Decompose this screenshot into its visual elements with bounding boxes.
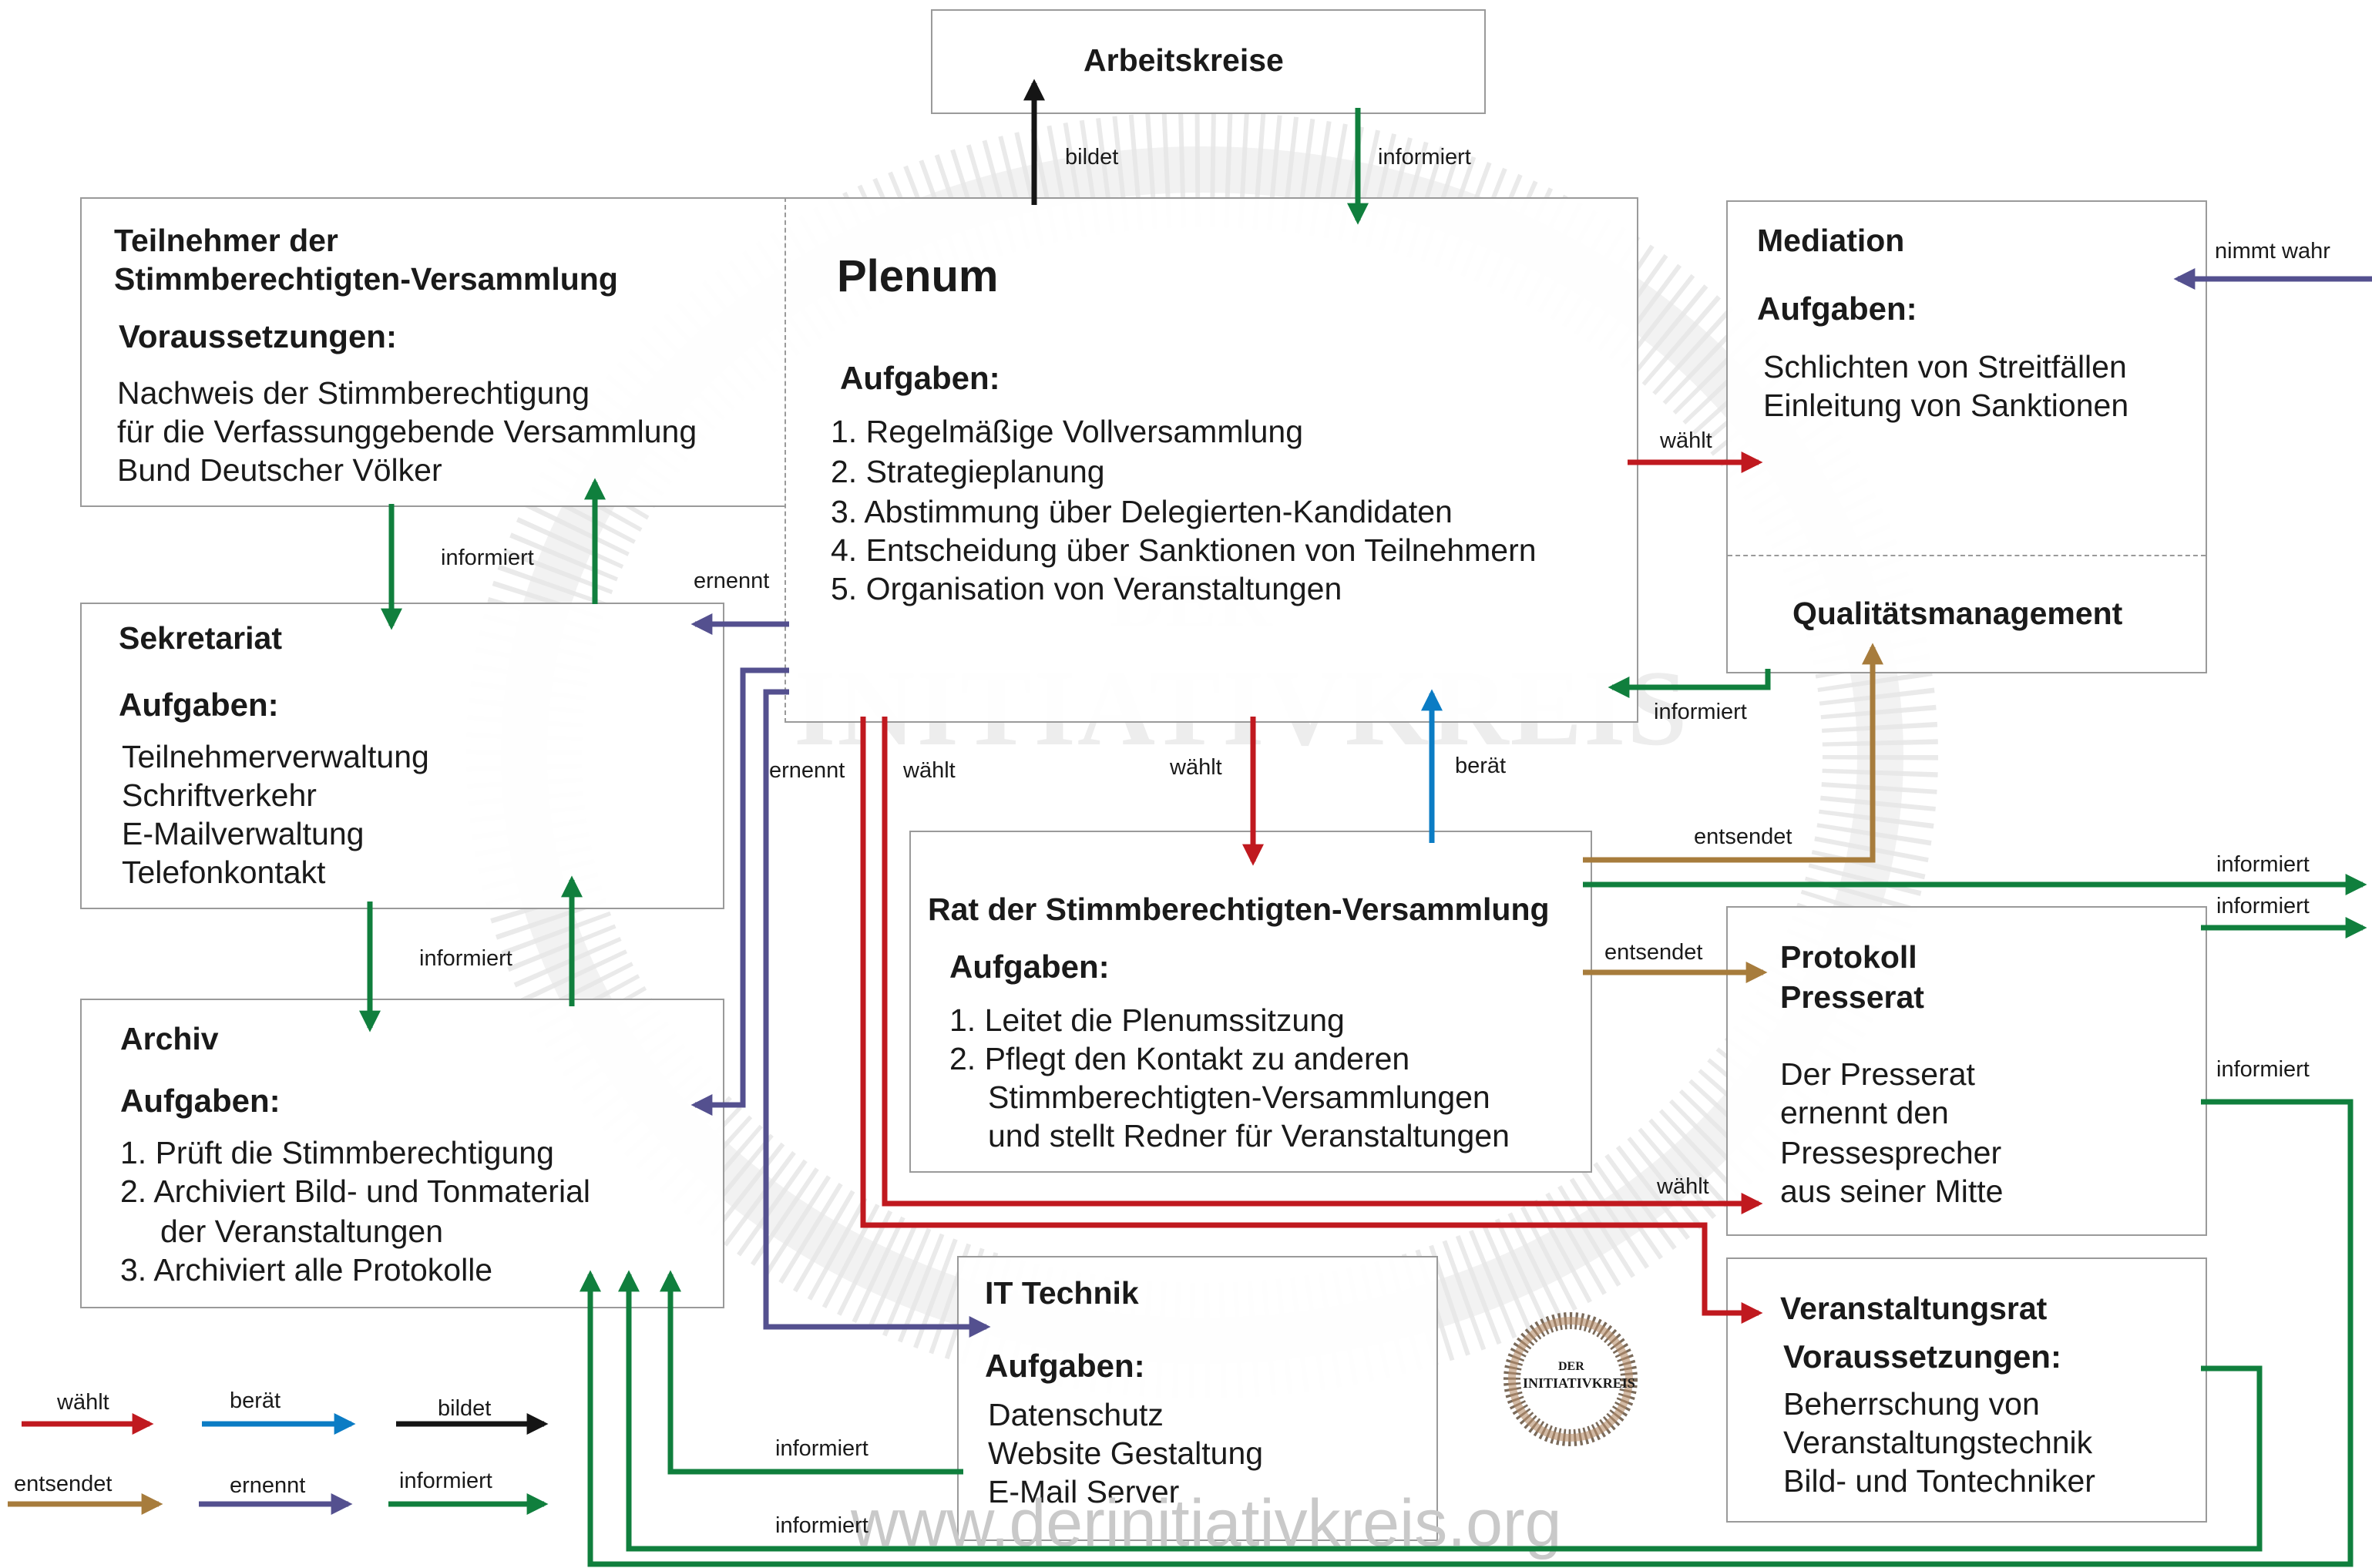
legend-label-beraet: berät: [230, 1388, 281, 1413]
rat-task: 2. Pflegt den Kontakt zu anderen: [949, 1041, 1410, 1076]
teilnehmer-title-line2: Stimmberechtigten-Versammlung: [114, 261, 618, 297]
legend-label-informiert: informiert: [399, 1469, 492, 1493]
teilnehmer-line: Nachweis der Stimmberechtigung: [117, 375, 590, 411]
legend-label-ernennt: ernennt: [230, 1473, 306, 1498]
it-subtitle: Aufgaben:: [985, 1348, 1145, 1384]
label-informiert: informiert: [1654, 700, 1747, 724]
label-informiert: informiert: [419, 946, 512, 971]
qualitaetsmanagement-title: Qualitätsmanagement: [1792, 596, 2123, 631]
teilnehmer-box: Teilnehmer der Stimmberechtigten-Versamm…: [80, 197, 786, 507]
label-waehlt: wählt: [1657, 1174, 1709, 1199]
mediation-task: Einleitung von Sanktionen: [1763, 388, 2129, 423]
watermark-url: www.derinitiativkreis.org: [851, 1486, 1562, 1560]
plenum-task: 4. Entscheidung über Sanktionen von Teil…: [831, 532, 1537, 568]
label-ernennt: ernennt: [769, 758, 845, 783]
label-informiert: informiert: [1378, 145, 1471, 170]
sekretariat-task: Teilnehmerverwaltung: [122, 739, 429, 774]
legend-label-bildet: bildet: [438, 1396, 492, 1421]
plenum-task: 3. Abstimmung über Delegierten-Kandidate…: [831, 494, 1453, 529]
sekretariat-task: Telefonkontakt: [122, 855, 326, 890]
mediation-subtitle: Aufgaben:: [1757, 290, 1917, 327]
sekretariat-title: Sekretariat: [119, 620, 282, 656]
plenum-subtitle: Aufgaben:: [840, 360, 1000, 396]
plenum-task: 2. Strategieplanung: [831, 454, 1105, 489]
label-waehlt: wählt: [1660, 428, 1712, 453]
protokoll-title-line1: Protokoll: [1780, 939, 1917, 975]
rat-task: und stellt Redner für Veranstaltungen: [988, 1118, 1510, 1153]
veranstaltungsrat-box: Veranstaltungsrat Voraussetzungen: Beher…: [1726, 1257, 2207, 1523]
rat-box: Rat der Stimmberechtigten-Versammlung Au…: [909, 831, 1592, 1173]
label-ernennt: ernennt: [694, 569, 770, 593]
teilnehmer-line: für die Verfassunggebende Versammlung: [117, 414, 697, 449]
protokoll-title-line2: Presserat: [1780, 979, 1924, 1015]
it-title: IT Technik: [985, 1275, 1139, 1311]
label-informiert: informiert: [2216, 894, 2310, 918]
archiv-task: der Veranstaltungen: [160, 1214, 443, 1249]
rat-task: Stimmberechtigten-Versammlungen: [988, 1079, 1490, 1115]
mediation-box: Mediation Aufgaben: Schlichten von Strei…: [1726, 200, 2207, 673]
rat-subtitle: Aufgaben:: [949, 949, 1110, 985]
sekretariat-box: Sekretariat Aufgaben: Teilnehmerverwaltu…: [80, 603, 724, 909]
veranstaltungsrat-title: Veranstaltungsrat: [1780, 1291, 2048, 1326]
label-nimmt-wahr: nimmt wahr: [2215, 239, 2330, 264]
mediation-divider: [1728, 555, 2206, 556]
veranstaltungsrat-line: Veranstaltungstechnik: [1783, 1425, 2093, 1460]
mediation-title: Mediation: [1757, 223, 1905, 258]
plenum-box: Plenum Aufgaben: 1. Regelmäßige Vollvers…: [785, 197, 1638, 723]
logo-text-line2: INITIATIVKREIS: [1523, 1375, 1635, 1391]
veranstaltungsrat-line: Bild- und Tontechniker: [1783, 1463, 2095, 1499]
plenum-task: 5. Organisation von Veranstaltungen: [831, 571, 1342, 606]
legend-label-waehlt: wählt: [57, 1390, 109, 1415]
archiv-task: 3. Archiviert alle Protokolle: [120, 1252, 493, 1288]
rat-title: Rat der Stimmberechtigten-Versammlung: [928, 891, 1550, 927]
protokoll-box: Protokoll Presserat Der Presserat ernenn…: [1726, 906, 2207, 1236]
archiv-title: Archiv: [120, 1021, 219, 1056]
protokoll-line: Pressesprecher: [1780, 1135, 2002, 1170]
label-informiert: informiert: [775, 1513, 869, 1538]
label-bildet: bildet: [1065, 145, 1119, 170]
plenum-title: Plenum: [837, 251, 999, 301]
veranstaltungsrat-line: Beherrschung von: [1783, 1386, 2040, 1422]
sekretariat-task: Schriftverkehr: [122, 777, 317, 813]
label-informiert: informiert: [2216, 1057, 2310, 1082]
archiv-subtitle: Aufgaben:: [120, 1083, 281, 1119]
label-entsendet: entsendet: [1694, 824, 1792, 849]
label-waehlt: wählt: [903, 758, 956, 783]
label-informiert: informiert: [775, 1436, 869, 1461]
label-entsendet: entsendet: [1604, 940, 1703, 965]
teilnehmer-title-line1: Teilnehmer der: [114, 223, 338, 258]
sekretariat-subtitle: Aufgaben:: [119, 687, 279, 723]
archiv-task: 1. Prüft die Stimmberechtigung: [120, 1135, 554, 1170]
protokoll-line: ernennt den: [1780, 1095, 1949, 1130]
teilnehmer-subtitle: Voraussetzungen:: [119, 318, 397, 354]
logo-text-line1: DER: [1558, 1360, 1584, 1373]
arbeitskreise-title: Arbeitskreise: [1084, 42, 1284, 78]
legend-label-entsendet: entsendet: [14, 1472, 113, 1496]
teilnehmer-line: Bund Deutscher Völker: [117, 452, 442, 488]
rat-task: 1. Leitet die Plenumssitzung: [949, 1002, 1345, 1038]
label-informiert: informiert: [441, 546, 534, 570]
arbeitskreise-box: Arbeitskreise: [931, 9, 1486, 114]
archiv-box: Archiv Aufgaben: 1. Prüft die Stimmberec…: [80, 999, 724, 1308]
it-task: Website Gestaltung: [988, 1435, 1264, 1471]
initiativkreis-logo: DER INITIATIVKREIS: [1493, 1302, 1648, 1456]
sekretariat-task: E-Mailverwaltung: [122, 816, 365, 851]
mediation-task: Schlichten von Streitfällen: [1763, 349, 2127, 384]
label-waehlt: wählt: [1170, 755, 1222, 780]
it-task: Datenschutz: [988, 1397, 1164, 1432]
label-beraet: berät: [1455, 754, 1507, 778]
veranstaltungsrat-subtitle: Voraussetzungen:: [1783, 1338, 2061, 1375]
archiv-task: 2. Archiviert Bild- und Tonmaterial: [120, 1173, 590, 1209]
protokoll-line: Der Presserat: [1780, 1056, 1975, 1092]
plenum-task: 1. Regelmäßige Vollversammlung: [831, 414, 1303, 449]
label-informiert: informiert: [2216, 852, 2310, 877]
protokoll-line: aus seiner Mitte: [1780, 1173, 2004, 1209]
